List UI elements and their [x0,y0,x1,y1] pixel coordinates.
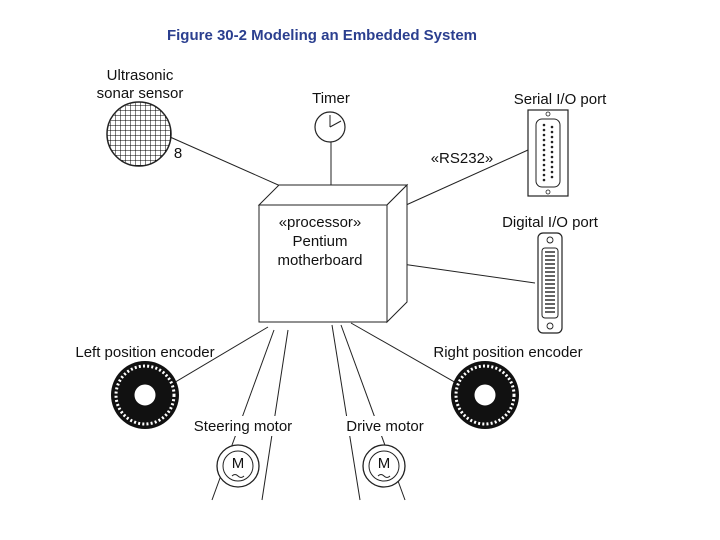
drive-motor: Drive motor M [336,416,432,488]
sonar-sensor: Ultrasonic sonar sensor 8 [97,67,184,167]
sonar-multiplicity: 8 [174,145,182,162]
left-encoder-disc-icon [111,361,179,429]
drive-motor-symbol: M [378,455,391,472]
sonar-label-line2: sonar sensor [97,85,184,102]
timer: Timer [312,90,350,143]
sonar-label-line1: Ultrasonic [107,67,174,84]
sonar-sensor-grid-icon [106,101,172,167]
processor-side-face [386,183,408,324]
figure-title: Figure 30-2 Modeling an Embedded System [167,27,477,44]
processor-node: «processor» Pentium motherboard [257,183,409,324]
steering-motor-connection-2 [261,329,289,501]
rs232-label: «RS232» [431,150,494,167]
timer-label: Timer [312,90,350,107]
drive-motor-label: Drive motor [346,418,424,435]
serial-connector-icon [527,109,569,197]
left-encoder-connection [171,326,269,385]
digital-port-label: Digital I/O port [502,214,599,231]
steering-motor: Steering motor M [186,416,302,488]
steering-motor-symbol: M [232,455,245,472]
right-position-encoder: Right position encoder [433,344,583,429]
processor-top-face [257,184,409,206]
processor-front-face [258,204,388,323]
drive-motor-icon: M [362,444,406,488]
steering-motor-label: Steering motor [194,418,292,435]
left-encoder-label: Left position encoder [75,344,214,361]
serial-port-label: Serial I/O port [514,91,607,108]
right-encoder-label: Right position encoder [433,344,582,361]
drive-motor-connection-1 [331,324,361,501]
steering-motor-icon: M [216,444,260,488]
clock-icon [314,111,346,143]
serial-io-port: Serial I/O port «RS232» [431,91,607,197]
digital-connection [394,262,536,284]
digital-connector-icon [537,232,563,334]
serial-connection [394,149,529,211]
right-encoder-connection [350,322,459,385]
processor-stereotype: «processor» [279,214,362,231]
processor-name-line1: Pentium [292,233,347,250]
digital-io-port: Digital I/O port [502,214,599,334]
processor-name-line2: motherboard [277,252,362,269]
sonar-connection [169,136,286,189]
left-position-encoder: Left position encoder [75,344,215,429]
right-encoder-disc-icon [451,361,519,429]
